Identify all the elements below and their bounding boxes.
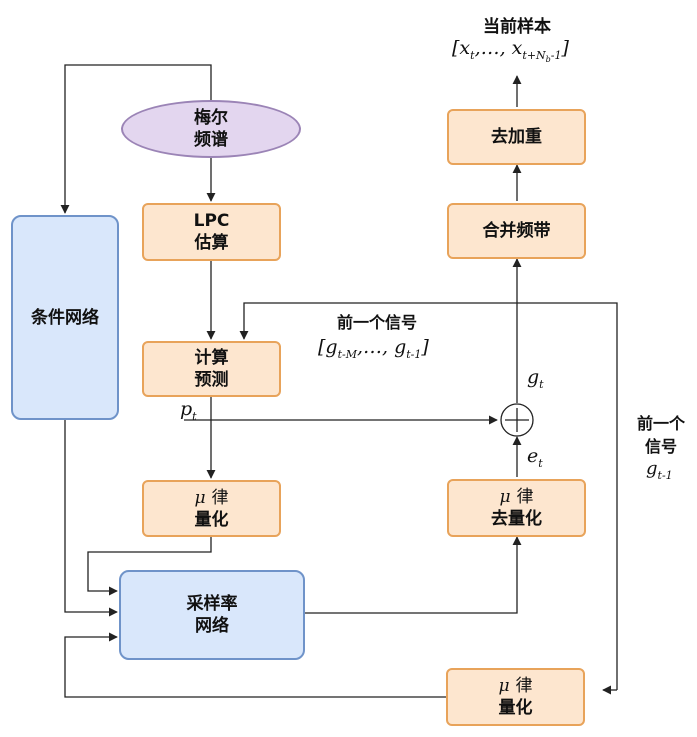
current-sample-title: 当前样本 (483, 17, 551, 37)
prev-signal-right-math: gt-1 (646, 458, 673, 482)
mu-dequant-line2: 去量化 (491, 509, 542, 529)
mu-dequant-line1: μ 律 (500, 486, 534, 508)
sample-rate-network-node: 采样率 网络 (119, 570, 305, 660)
lpc-line2: 估算 (194, 233, 229, 253)
mu-symbol: μ (499, 487, 511, 507)
edge-cond-to-sample (64, 420, 118, 617)
lpc-line1: LPC (193, 211, 230, 231)
cond-net-label: 条件网络 (31, 307, 99, 328)
prev-signal-right-line2: 信号 (644, 437, 677, 456)
lpc-estimate-node: LPC 估算 (142, 203, 281, 261)
prev-signal-right-line1: 前一个 (636, 414, 685, 433)
condition-network-node: 条件网络 (11, 215, 119, 420)
mu-quant-line2: 量化 (194, 509, 229, 530)
law-text: 律 (515, 676, 533, 696)
merge-bands-node: 合并频带 (447, 203, 586, 259)
current-sample-math: [xt,…, xt+Nb-1] (452, 37, 569, 64)
gt-label: gt (527, 366, 544, 391)
mu-law-quantize-bottom-node: μ 律 量化 (446, 668, 585, 726)
edge-mel-to-cond (60, 64, 212, 214)
mel-line2: 频谱 (194, 130, 228, 150)
sample-net-line1: 采样率 (186, 594, 238, 614)
mu-law-dequantize-node: μ 律 去量化 (447, 479, 586, 537)
mu-law-quantize-node: μ 律 量化 (142, 480, 281, 537)
edge-sample-to-dequant (305, 536, 522, 614)
mel-spectrum-node: 梅尔 频谱 (121, 100, 301, 158)
mel-line1: 梅尔 (194, 108, 228, 128)
edge-prev-signal (239, 302, 618, 690)
prev-signal-math: [gt-M,…, gt-1] (318, 336, 429, 361)
compute-prediction-node: 计算 预测 (142, 341, 281, 397)
calc-line1: 计算 (194, 348, 229, 368)
law-text: 律 (211, 487, 229, 508)
mu-quant2-line1: μ 律 (499, 675, 533, 697)
mu-quant2-line2: 量化 (498, 698, 533, 718)
deemph-label: 去加重 (491, 127, 542, 147)
calc-line2: 预测 (194, 370, 229, 390)
merge-label: 合并频带 (482, 221, 551, 241)
pt-label: pt (180, 398, 197, 423)
et-label: et (527, 445, 543, 470)
law-text: 律 (516, 487, 534, 507)
edge-mu2-to-sample (64, 632, 446, 698)
mu-symbol: μ (498, 676, 510, 696)
mu-symbol: μ (194, 487, 206, 508)
sum-node (500, 403, 534, 437)
de-emphasis-node: 去加重 (447, 109, 586, 165)
edge-mu-to-sample (87, 537, 212, 596)
mu-quant-line1: μ 律 (195, 487, 229, 509)
sample-net-line2: 网络 (195, 616, 229, 636)
prev-signal-title: 前一个信号 (336, 313, 417, 332)
